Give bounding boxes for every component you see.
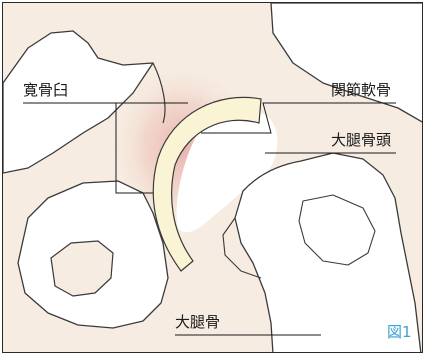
label-acetabulum: 寛骨臼 <box>23 81 69 99</box>
leader-cartilage <box>201 102 396 134</box>
label-femur: 大腿骨 <box>175 313 221 331</box>
upper-right-bone <box>270 3 422 123</box>
femur-bone <box>234 152 422 352</box>
leader-acetabulum-drop <box>115 103 153 194</box>
figure-label: 図1 <box>387 323 412 341</box>
femoral-head <box>176 109 278 233</box>
greater-trochanter <box>298 194 376 266</box>
obturator-foramen <box>50 240 114 297</box>
label-femoral-head: 大腿骨頭 <box>331 131 392 149</box>
label-articular-cartilage: 関節軟骨 <box>331 81 392 99</box>
hip-joint-illustration <box>3 3 422 352</box>
articular-cartilage-crescent <box>152 96 262 272</box>
lesser-trochanter <box>222 217 262 279</box>
acetabulum-rim <box>152 62 166 124</box>
figure-frame: 寛骨臼 関節軟骨 大腿骨頭 大腿骨 図1 <box>2 2 423 353</box>
leader-lines <box>23 102 396 336</box>
